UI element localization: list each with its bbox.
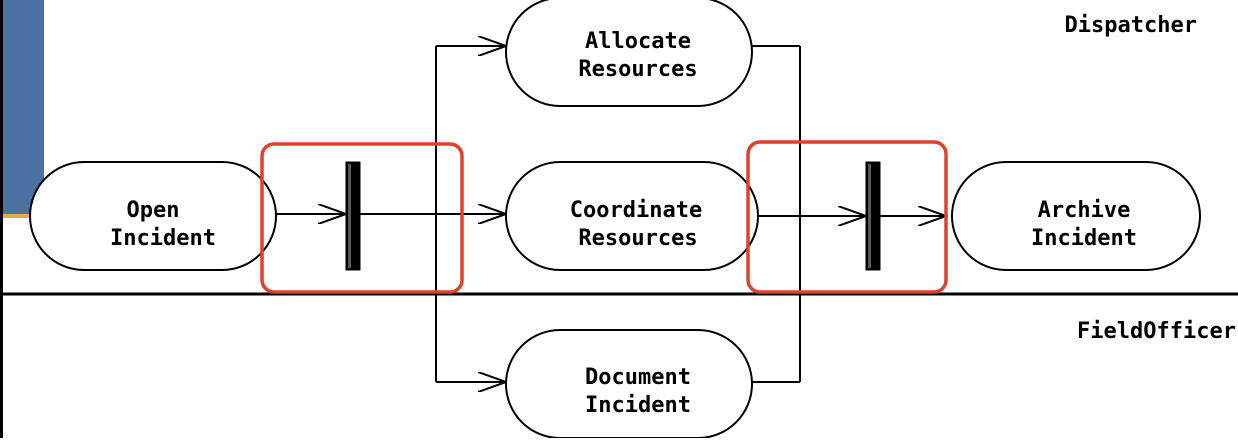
node-archive-incident-line1: Archive bbox=[1038, 198, 1131, 223]
node-allocate-resources: Allocate Resources bbox=[505, 0, 753, 107]
left-accent-gold-line bbox=[0, 214, 44, 218]
join-bar bbox=[865, 161, 881, 271]
node-document-incident-line2: Incident bbox=[585, 393, 691, 418]
fork-highlight-box bbox=[260, 142, 464, 294]
left-accent-bar bbox=[0, 0, 44, 216]
fork-bar bbox=[345, 161, 361, 271]
node-archive-incident-line2: Incident bbox=[1031, 226, 1137, 251]
node-document-incident-line1: Document bbox=[585, 365, 691, 390]
node-document-incident: Document Incident bbox=[505, 329, 753, 439]
node-allocate-resources-line2: Resources bbox=[578, 57, 697, 82]
node-allocate-resources-line1: Allocate bbox=[585, 29, 691, 54]
join-bar-shade bbox=[868, 164, 871, 268]
node-coordinate-resources-line2: Resources bbox=[578, 226, 697, 251]
node-coordinate-resources: Coordinate Resources bbox=[505, 161, 759, 271]
node-open-incident-line2: Incident bbox=[110, 226, 216, 251]
node-open-incident: Open Incident bbox=[29, 161, 277, 271]
fork-bar-shade bbox=[348, 164, 351, 268]
swimlane-label-fieldofficer: FieldOfficer bbox=[1077, 319, 1236, 344]
swimlane-label-dispatcher: Dispatcher bbox=[1065, 13, 1197, 38]
node-coordinate-resources-line1: Coordinate bbox=[570, 198, 702, 223]
node-archive-incident: Archive Incident bbox=[951, 161, 1201, 271]
join-highlight-box bbox=[746, 140, 948, 294]
left-border-line bbox=[0, 0, 3, 438]
node-open-incident-line1: Open bbox=[127, 198, 180, 223]
